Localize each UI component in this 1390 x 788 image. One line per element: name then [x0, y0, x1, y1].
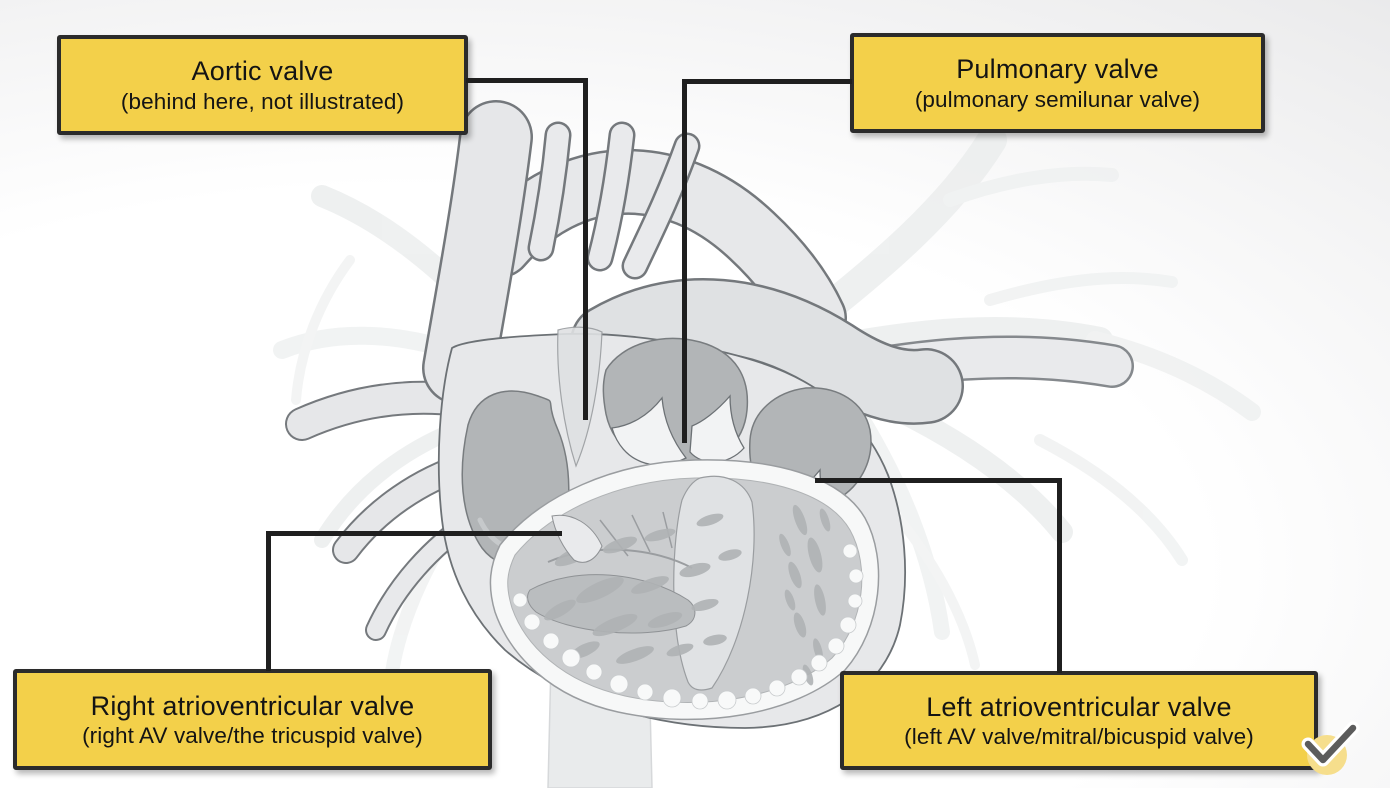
- label-left-av-valve: Left atrioventricular valve (left AV val…: [840, 671, 1318, 770]
- connector-right-av-valve: [266, 531, 562, 671]
- label-aortic-valve: Aortic valve (behind here, not illustrat…: [57, 35, 468, 135]
- label-left-av-valve-subtitle: (left AV valve/mitral/bicuspid valve): [904, 724, 1254, 750]
- interventricular-septum: [673, 475, 755, 691]
- pulmonary-trunk: [570, 278, 964, 425]
- label-left-av-valve-title: Left atrioventricular valve: [926, 691, 1232, 722]
- connector-pulmonary-valve: [682, 79, 852, 443]
- superior-vena-cava: [422, 100, 533, 405]
- label-right-av-valve: Right atrioventricular valve (right AV v…: [13, 669, 492, 770]
- endocardial-rim: [512, 543, 864, 710]
- label-pulmonary-valve: Pulmonary valve (pulmonary semilunar val…: [850, 33, 1265, 133]
- aortic-arch: [467, 121, 847, 351]
- label-aortic-valve-subtitle: (behind here, not illustrated): [120, 88, 405, 114]
- label-pulmonary-valve-subtitle: (pulmonary semilunar valve): [914, 86, 1201, 112]
- label-aortic-valve-title: Aortic valve: [191, 56, 334, 87]
- pulmonary-valve-root: [602, 337, 749, 469]
- label-right-av-valve-title: Right atrioventricular valve: [90, 690, 415, 721]
- trabeculae-left-ventricle: [779, 504, 831, 686]
- pulmonary-cusp-left: [611, 396, 687, 466]
- label-right-av-valve-subtitle: (right AV valve/the tricuspid valve): [82, 723, 423, 749]
- connector-aortic-valve: [466, 78, 588, 420]
- label-pulmonary-valve-title: Pulmonary valve: [956, 54, 1159, 85]
- connector-left-av-valve: [815, 478, 1062, 673]
- tricuspid-valve-flap: [551, 514, 603, 563]
- aortic-valve-region: [557, 326, 603, 468]
